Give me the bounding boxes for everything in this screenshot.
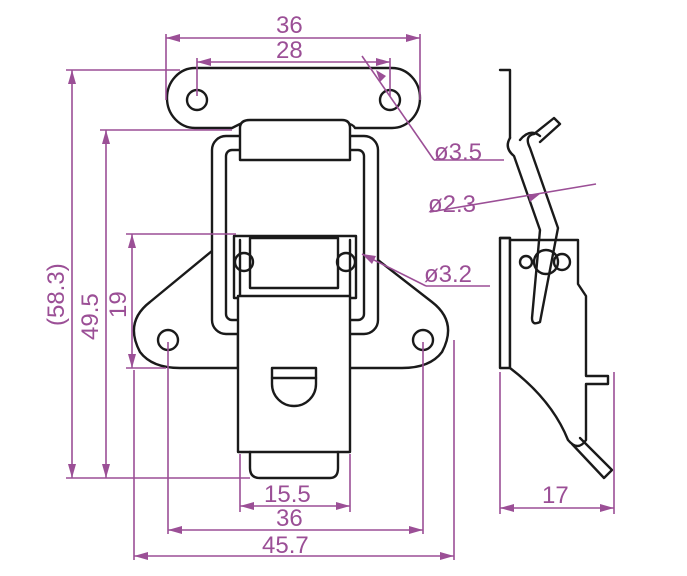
lever-pull-tab <box>270 366 318 408</box>
dim-hole-dia-top: ø3.5 <box>434 139 482 166</box>
dim-hole-dia-side: ø3.2 <box>424 261 472 288</box>
dimension-labels: 36 28 ø3.5 ø2.3 ø3.2 (58.3) 49.5 19 15.5… <box>43 12 569 559</box>
dim-top-overall-width: 36 <box>276 12 303 39</box>
dim-base-hole-spacing: 36 <box>276 505 303 532</box>
dim-base-hole-height: 19 <box>105 291 132 318</box>
dimension-lines <box>66 34 615 560</box>
dim-top-hole-spacing: 28 <box>276 37 303 64</box>
dim-catch-width: 15.5 <box>264 481 311 508</box>
dim-base-width: 45.7 <box>262 532 309 559</box>
side-view <box>498 68 614 480</box>
dim-overall-height-ref: (58.3) <box>43 263 70 326</box>
dim-hook-dia: ø2.3 <box>428 191 476 218</box>
dim-side-depth: 17 <box>542 482 569 509</box>
lever <box>236 294 352 480</box>
dim-body-height: 49.5 <box>77 293 104 340</box>
